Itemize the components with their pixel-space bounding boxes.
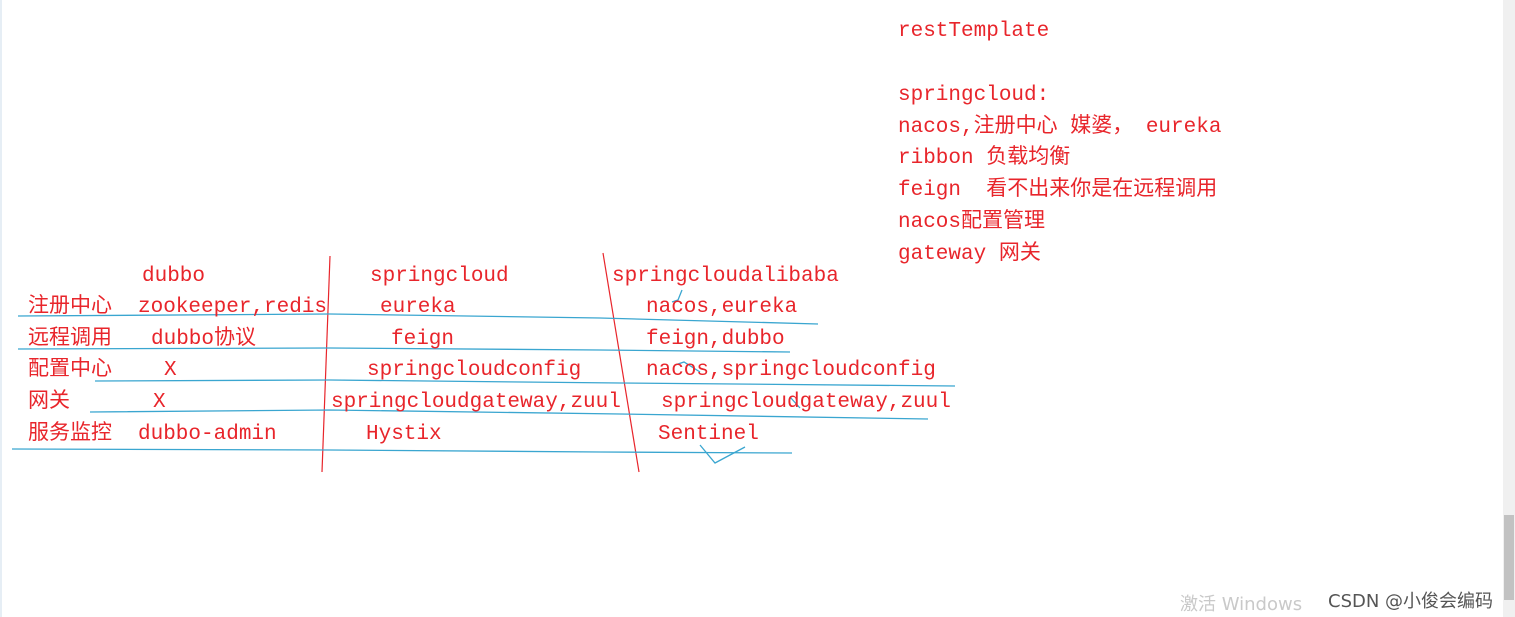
cell-alibaba: nacos,springcloudconfig <box>646 359 936 382</box>
header-dubbo: dubbo <box>142 265 206 288</box>
cell-springcloud: Hystix <box>366 423 442 446</box>
underline-row-4 <box>89 409 929 420</box>
underline-row-5 <box>11 448 793 454</box>
cell-dubbo: dubbo-admin <box>138 423 277 446</box>
cell-alibaba: feign,dubbo <box>646 328 785 351</box>
row-label: 注册中心 <box>28 296 112 319</box>
note-line: feign 看不出来你是在远程调用 <box>898 179 1218 202</box>
cell-springcloud: springcloudconfig <box>367 359 582 382</box>
check-mark-2 <box>674 361 701 373</box>
scrollbar-thumb[interactable] <box>1504 515 1514 600</box>
header-alibaba: springcloudalibaba <box>612 265 839 288</box>
note-line: restTemplate <box>898 20 1050 43</box>
cell-dubbo: X <box>164 359 177 382</box>
cell-dubbo: zookeeper,redis <box>138 296 328 319</box>
check-mark-1 <box>671 289 683 303</box>
cell-alibaba: springcloudgateway,zuul <box>661 391 951 414</box>
vertical-scrollbar[interactable] <box>1503 0 1515 617</box>
cell-alibaba: nacos,eureka <box>646 296 798 319</box>
row-label: 远程调用 <box>28 328 112 351</box>
note-line: nacos配置管理 <box>898 211 1046 234</box>
note-line: gateway 网关 <box>898 243 1041 266</box>
cell-alibaba: Sentinel <box>658 423 759 446</box>
column-divider-1 <box>321 255 331 473</box>
row-label: 网关 <box>28 391 70 414</box>
check-mark-3 <box>699 444 746 464</box>
cell-springcloud: springcloudgateway,zuul <box>331 391 621 414</box>
cell-dubbo: dubbo协议 <box>151 328 257 351</box>
note-line: ribbon 负载均衡 <box>898 147 1071 170</box>
column-divider-2 <box>602 252 640 473</box>
note-line: nacos,注册中心 媒婆， eureka <box>898 116 1222 139</box>
check-mark-4 <box>789 396 801 409</box>
row-label: 服务监控 <box>28 423 112 446</box>
underline-row-1 <box>17 313 819 325</box>
windows-activation-watermark: 激活 Windows <box>1180 594 1303 615</box>
note-line: springcloud: <box>898 84 1050 107</box>
header-springcloud: springcloud <box>370 265 509 288</box>
underline-row-3 <box>94 379 956 387</box>
row-label: 配置中心 <box>28 359 112 382</box>
cell-springcloud: eureka <box>380 296 456 319</box>
underline-row-2 <box>17 347 791 353</box>
csdn-credit: CSDN @小俊会编码 <box>1328 591 1494 612</box>
cell-springcloud: feign <box>391 328 455 351</box>
canvas-edge <box>0 0 2 617</box>
cell-dubbo: X <box>153 391 166 414</box>
